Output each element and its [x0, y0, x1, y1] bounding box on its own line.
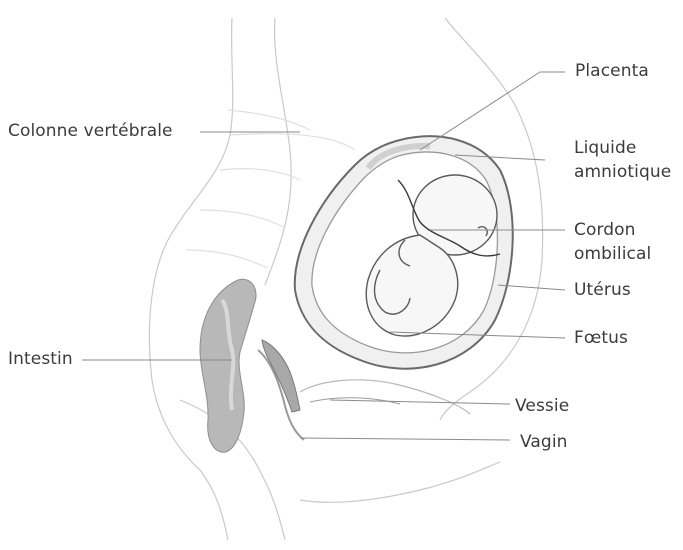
back-outline — [149, 18, 232, 540]
spine-hatch-2 — [228, 110, 310, 130]
spine-hatch-4 — [200, 210, 285, 228]
intestine-shape — [200, 279, 256, 452]
leader-vagin — [300, 438, 510, 440]
lower-belly-outline — [300, 462, 500, 502]
label-liquide-amniotique-line1: Liquide — [574, 138, 636, 159]
spine-outline — [265, 18, 291, 285]
label-cordon-ombilical-line2: ombilical — [574, 244, 651, 265]
label-colonne-vertebrale: Colonne vertébrale — [8, 121, 173, 142]
spine-hatch-3 — [220, 169, 300, 180]
leader-uterus — [498, 285, 565, 290]
bladder-outline — [300, 380, 470, 414]
label-vagin: Vagin — [520, 432, 568, 453]
label-placenta: Placenta — [575, 61, 649, 82]
label-vessie: Vessie — [515, 396, 569, 417]
leader-vessie — [330, 400, 510, 404]
label-liquide-amniotique-line2: amniotique — [574, 162, 671, 183]
vagina-shape — [262, 340, 300, 412]
label-intestin: Intestin — [8, 349, 73, 370]
label-uterus: Utérus — [574, 280, 631, 301]
spine-hatch-5 — [186, 250, 268, 268]
label-cordon-ombilical-line1: Cordon — [574, 220, 636, 241]
spine-hatch-1 — [230, 134, 355, 150]
label-foetus: Fœtus — [574, 328, 628, 349]
